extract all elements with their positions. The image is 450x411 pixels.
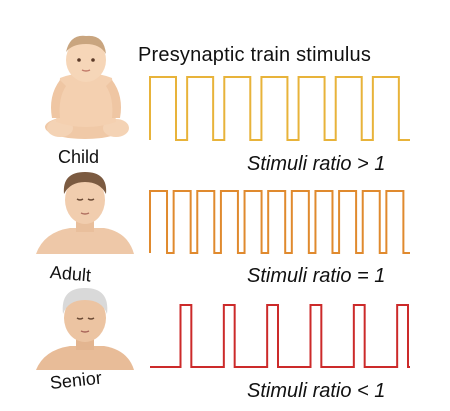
adult-portrait-icon	[36, 172, 134, 254]
figure-title: Presynaptic train stimulus	[138, 44, 372, 66]
adult-ratio-text: Stimuli ratio = 1	[247, 265, 386, 287]
senior-portrait-icon	[36, 288, 134, 370]
child-label: Child	[58, 147, 100, 167]
adult-pulse-train	[149, 190, 410, 254]
senior-ratio-text: Stimuli ratio < 1	[247, 380, 386, 402]
senior-pulse-train	[150, 304, 410, 368]
child-portrait-icon	[45, 35, 129, 139]
child-pulse-train	[149, 76, 410, 141]
child-ratio-text: Stimuli ratio > 1	[247, 153, 386, 175]
adult-label: Adult	[49, 262, 92, 286]
